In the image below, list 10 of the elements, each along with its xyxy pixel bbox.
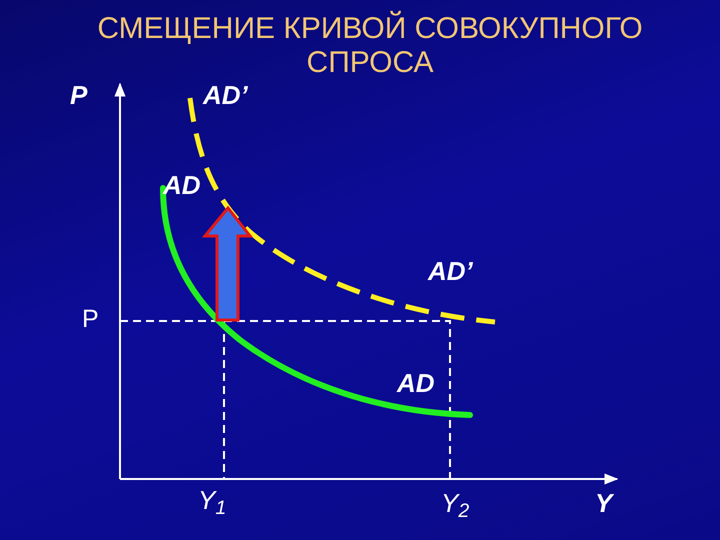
axis-label: Y <box>595 490 612 516</box>
tick-label: Y$_{1}$ <box>198 487 226 513</box>
curve-label: AD <box>397 370 435 396</box>
title: СМЕЩЕНИЕ КРИВОЙ СОВОКУПНОГО СПРОСА <box>96 12 644 80</box>
curve-label: AD <box>163 172 201 198</box>
tick-label: P <box>82 307 99 332</box>
tick-label: Y$_{2}$ <box>441 490 470 516</box>
axis-label: P <box>70 82 88 108</box>
curve-label: AD’ <box>428 258 473 284</box>
curve-label: AD’ <box>203 82 248 108</box>
